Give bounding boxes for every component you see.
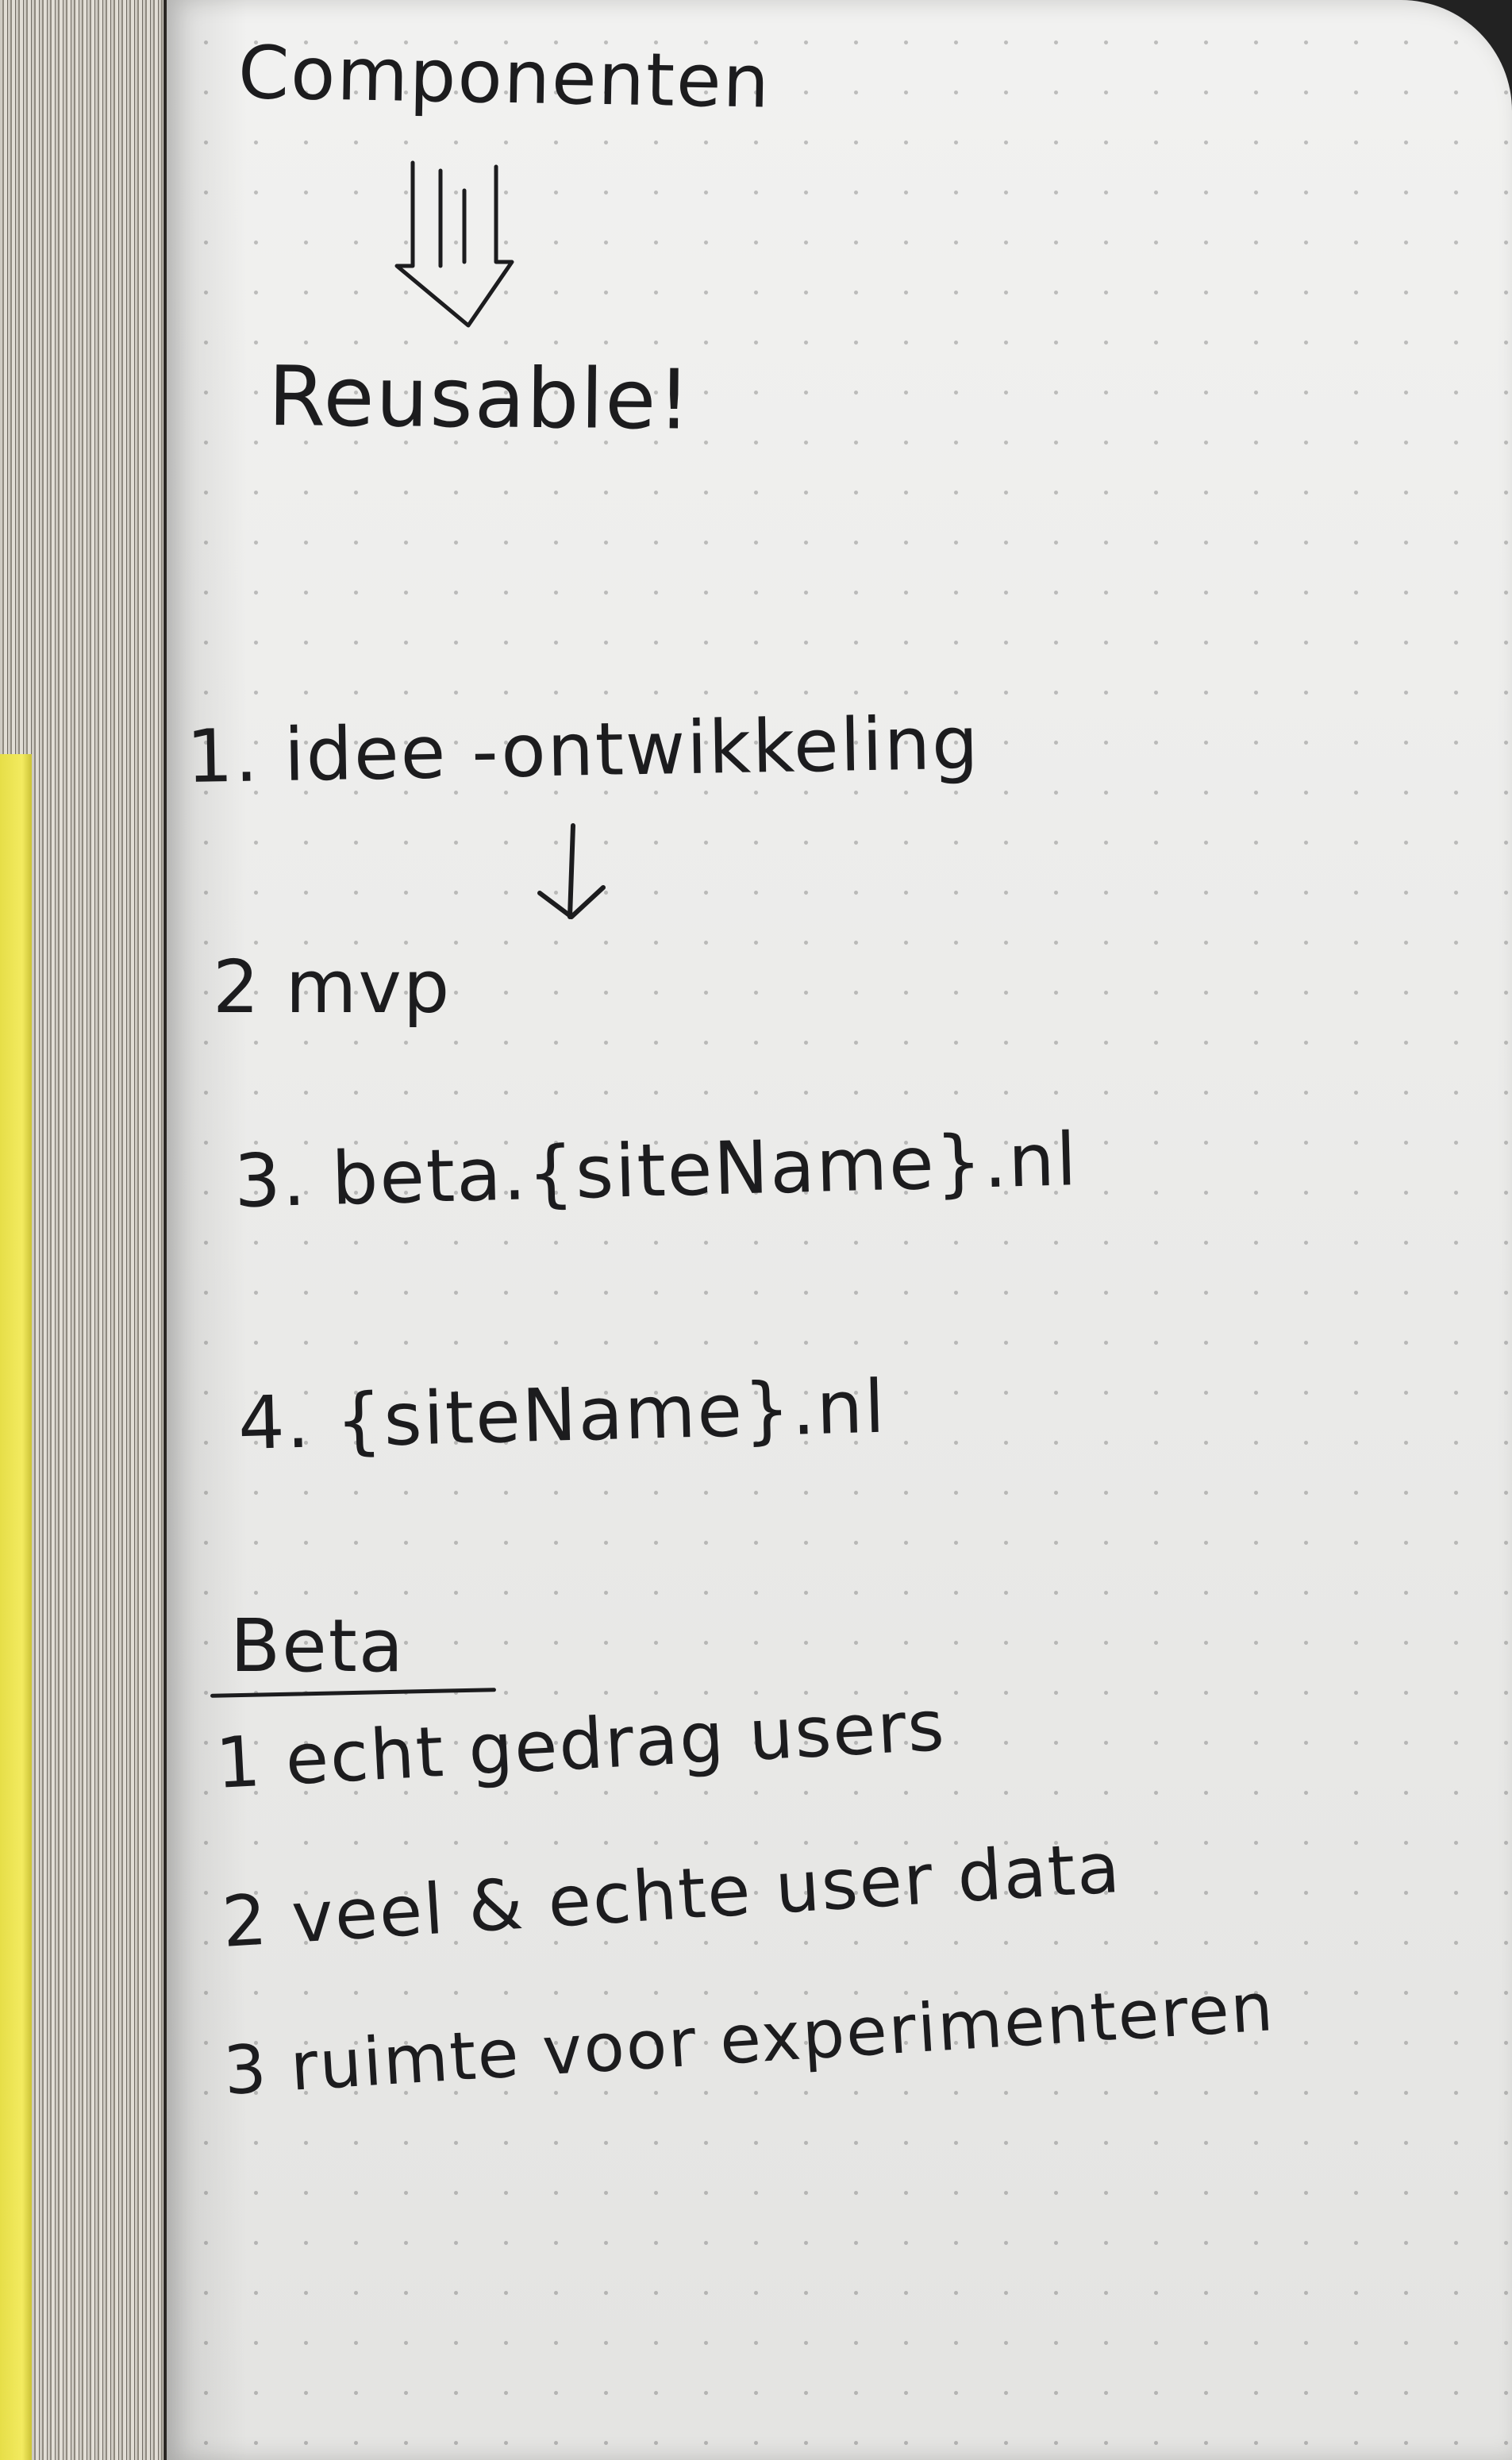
small-down-arrow-icon — [537, 823, 606, 919]
double-down-arrow-icon — [394, 160, 514, 328]
note-subheading: Reusable! — [267, 348, 693, 448]
step-1: 1. idee -ontwikkeling — [186, 700, 981, 799]
yellow-bookmark-ribbon — [0, 754, 32, 2460]
beta-title: Beta — [230, 1603, 406, 1688]
dotted-paper-page — [167, 0, 1512, 2460]
step-4: 4. {siteName}.nl — [237, 1364, 887, 1466]
step-2: 2 mvp — [213, 945, 452, 1030]
